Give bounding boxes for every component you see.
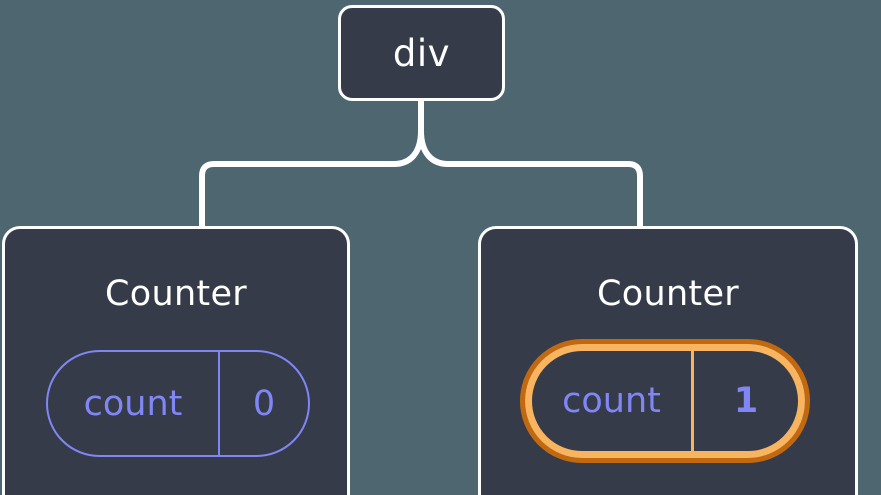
state-key-label: count bbox=[532, 351, 694, 451]
node-div-label: div bbox=[392, 31, 451, 75]
state-pill-count-left[interactable]: count 0 bbox=[46, 350, 310, 457]
node-div[interactable]: div bbox=[338, 5, 505, 101]
state-pill-count-right-highlighted[interactable]: count 1 bbox=[520, 339, 810, 463]
state-key-label: count bbox=[48, 352, 220, 455]
connector-left-branch bbox=[199, 128, 424, 229]
connector-right-branch bbox=[418, 128, 643, 229]
state-pill-inner-ring: count 1 bbox=[525, 344, 805, 458]
state-value-label: 1 bbox=[733, 381, 759, 421]
node-counter-right[interactable]: Counter count 1 bbox=[478, 226, 858, 495]
counter-right-title: Counter bbox=[597, 274, 739, 314]
node-counter-left[interactable]: Counter count 0 bbox=[2, 226, 350, 495]
state-value-label: 0 bbox=[252, 383, 276, 424]
counter-left-title: Counter bbox=[105, 274, 247, 314]
